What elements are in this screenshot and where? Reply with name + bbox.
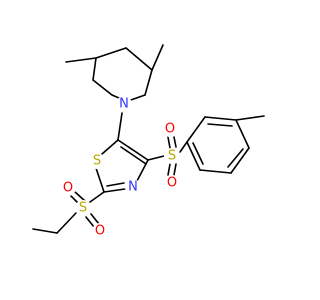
atom-o-aryl-top: O bbox=[162, 121, 178, 137]
atom-s-sulfonyl-aryl: S bbox=[164, 148, 180, 164]
bond bbox=[111, 94, 120, 99]
bond bbox=[92, 57, 97, 81]
bond bbox=[85, 216, 95, 228]
bond bbox=[227, 148, 244, 168]
atom-label-o: O bbox=[63, 181, 73, 196]
bond bbox=[167, 163, 171, 176]
atom-n-piperidine: N bbox=[116, 96, 132, 112]
bond bbox=[147, 155, 165, 161]
atom-n-thiazole: N bbox=[125, 179, 141, 195]
bond bbox=[101, 139, 119, 155]
bond bbox=[125, 47, 153, 71]
bond bbox=[117, 139, 149, 161]
atom-s-sulfonyl-ethyl: S bbox=[75, 200, 91, 216]
bond bbox=[106, 182, 125, 187]
bond bbox=[167, 136, 171, 149]
atom-s-thiazole: S bbox=[89, 153, 105, 169]
atom-label-o: O bbox=[95, 224, 105, 239]
methyl-bond-right bbox=[151, 44, 164, 71]
bond bbox=[117, 112, 123, 141]
thiazole-ring bbox=[95, 139, 149, 193]
atom-label-n: N bbox=[128, 180, 138, 195]
methyl-bond-left bbox=[65, 57, 97, 63]
bond bbox=[186, 116, 206, 143]
bond bbox=[89, 191, 105, 203]
bond bbox=[173, 163, 177, 176]
bond bbox=[199, 169, 232, 174]
bond bbox=[103, 188, 126, 193]
methyl-bond-aryl bbox=[235, 115, 265, 121]
atom-label-o: O bbox=[167, 176, 177, 191]
bond bbox=[90, 213, 100, 225]
bond bbox=[173, 136, 177, 148]
bond bbox=[186, 141, 201, 171]
atom-o-ethyl-top: O bbox=[60, 180, 76, 196]
bond bbox=[74, 191, 86, 202]
atom-label-o: O bbox=[165, 122, 175, 137]
bond bbox=[192, 142, 204, 165]
ethyl-bond-2 bbox=[32, 228, 58, 234]
bond bbox=[92, 79, 113, 96]
bond bbox=[120, 146, 147, 165]
bond bbox=[230, 147, 250, 174]
bond bbox=[204, 116, 237, 121]
atom-o-ethyl-bottom: O bbox=[92, 223, 108, 239]
atom-label-s: S bbox=[93, 154, 101, 169]
atom-label-s: S bbox=[168, 149, 176, 164]
ethyl-bond-1 bbox=[56, 212, 77, 234]
bond bbox=[136, 159, 149, 182]
molecule-canvas: N S N S O O S O bbox=[32, 44, 265, 239]
bond bbox=[207, 123, 233, 127]
bond bbox=[95, 47, 127, 59]
atom-label-n: N bbox=[119, 97, 129, 112]
bond bbox=[144, 69, 153, 96]
atom-label-s: S bbox=[79, 201, 87, 216]
bond bbox=[95, 167, 105, 193]
toluene-ring bbox=[186, 116, 250, 174]
piperidine-ring bbox=[92, 47, 153, 102]
atom-o-aryl-bottom: O bbox=[164, 175, 180, 191]
molecule-structure: N S N S O O S O bbox=[32, 44, 265, 239]
bond bbox=[179, 141, 188, 153]
bond bbox=[235, 119, 250, 149]
